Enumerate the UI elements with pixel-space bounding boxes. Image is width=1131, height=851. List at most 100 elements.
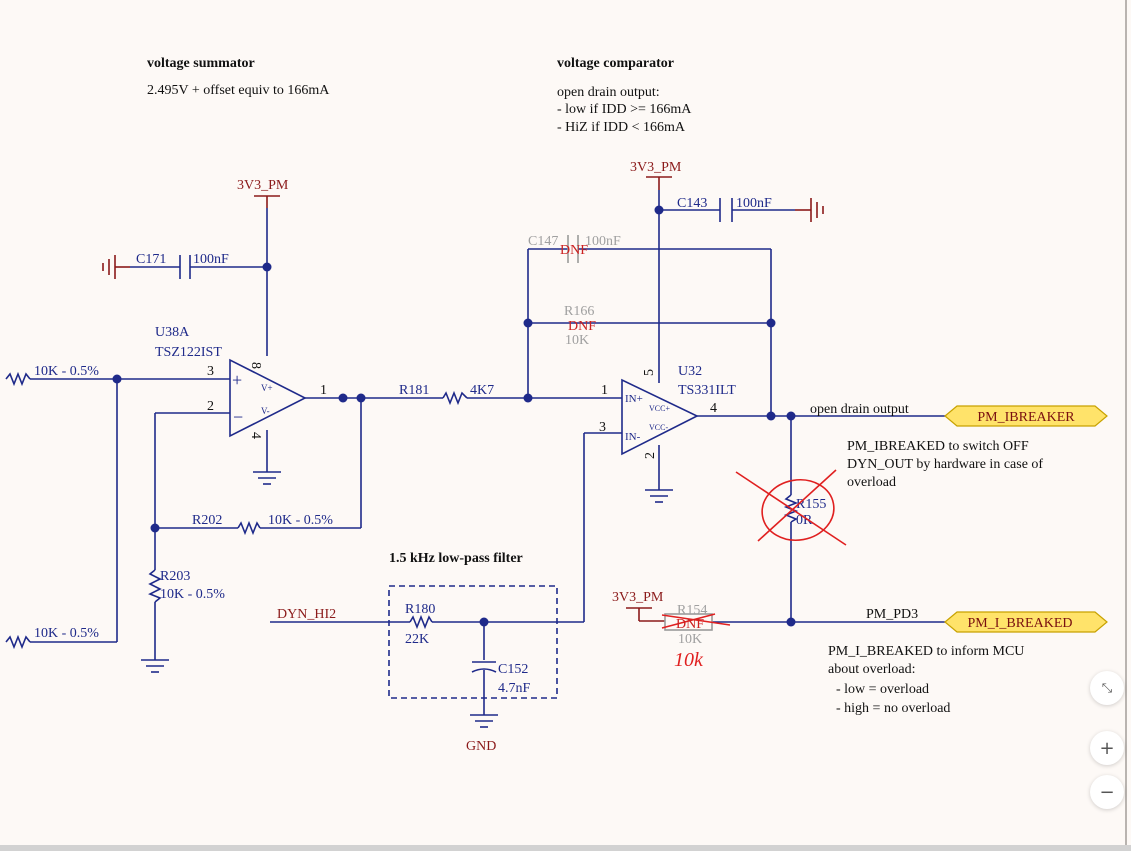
ibreaked2-note-line3: - low = overload: [836, 682, 929, 697]
r154-value: 10K: [678, 632, 702, 647]
c143-value: 100nF: [736, 196, 772, 211]
ibreaked-note-line2: DYN_OUT by hardware in case of: [847, 457, 1043, 472]
u32-pin3: 3: [599, 420, 606, 435]
fit-screen-icon: ⤡: [1101, 680, 1113, 696]
r-in1-value: 10K - 0.5%: [34, 364, 99, 379]
zoom-out-button[interactable]: −: [1090, 775, 1124, 809]
u32-vcc-plus: VCC+: [649, 404, 670, 413]
resistor-r155[interactable]: R155 0R: [783, 494, 826, 528]
comparator-note-line2: - low if IDD >= 166mA: [557, 102, 692, 117]
capacitor-c147-dnf[interactable]: C147 100nF DNF: [528, 234, 621, 263]
resistor-input-top[interactable]: 10K - 0.5%: [5, 364, 99, 387]
horizontal-scrollbar[interactable]: [0, 845, 1131, 851]
resistor-r202[interactable]: R202 10K - 0.5%: [192, 513, 333, 536]
summator-description: 2.495V + offset equiv to 166mA: [147, 83, 330, 98]
u38a-pin4: 4: [248, 432, 263, 439]
zoom-in-button[interactable]: +: [1090, 731, 1124, 765]
net-dyn-hi2: DYN_HI2: [277, 607, 336, 622]
net-open-drain-output: open drain output: [810, 402, 909, 417]
r155-crossout-annotation: [735, 469, 847, 546]
c171-value: 100nF: [193, 252, 229, 267]
port-pm-i-breaked[interactable]: PM_I_BREAKED: [944, 611, 1108, 633]
power-3v3-u32[interactable]: 3V3_PM: [630, 160, 682, 190]
junctions: [112, 205, 796, 627]
port-pm-ibreaker[interactable]: PM_IBREAKER: [944, 405, 1108, 427]
u38a-vplus: V+: [261, 383, 273, 393]
r154-handwritten-note: 10k: [674, 649, 704, 671]
net-pm-pd3: PM_PD3: [866, 607, 918, 622]
resistor-r203[interactable]: R203 10K - 0.5%: [148, 569, 225, 603]
u38a-ref: U38A: [155, 325, 190, 340]
resistor-r154-dnf[interactable]: R154 DNF 10K 10k: [661, 603, 731, 671]
capacitor-c143[interactable]: C143 100nF: [677, 196, 772, 222]
r166-value: 10K: [565, 333, 589, 348]
u32-in-plus: IN+: [625, 393, 643, 405]
c152-value: 4.7nF: [498, 681, 531, 696]
u32-pin1: 1: [601, 383, 608, 398]
u32-pin2: 2: [643, 452, 658, 459]
comparator-title: voltage comparator: [557, 56, 674, 71]
ground-symbol-u32: [645, 470, 673, 503]
ground-symbol-c171: [102, 255, 130, 279]
ground-symbol-c143: [795, 198, 824, 222]
c152-ref: C152: [498, 662, 528, 677]
u32-part: TS331ILT: [678, 383, 736, 398]
u38a-minus: −: [233, 407, 243, 427]
ibreaked-note-line3: overload: [847, 475, 896, 490]
r155-value: 0R: [796, 513, 813, 528]
power-label: 3V3_PM: [237, 178, 289, 193]
r203-value: 10K - 0.5%: [160, 587, 225, 602]
u38a-pin1: 1: [320, 383, 327, 398]
r203-ref: R203: [160, 569, 190, 584]
r202-value: 10K - 0.5%: [268, 513, 333, 528]
wires: [30, 190, 945, 660]
gnd-label: GND: [466, 739, 496, 754]
u32-vcc-minus: VCC-: [649, 423, 668, 432]
u38a-pin2: 2: [207, 399, 214, 414]
r181-ref: R181: [399, 383, 429, 398]
r154-ref: R154: [677, 603, 707, 618]
u38a-pin3: 3: [207, 364, 214, 379]
resistor-input-bottom[interactable]: 10K - 0.5%: [5, 626, 99, 650]
power-label: 3V3_PM: [612, 590, 664, 605]
ibreaked2-note-line4: - high = no overload: [836, 701, 950, 716]
lowpass-filter-box: [388, 585, 558, 699]
ground-symbol-c152[interactable]: GND: [466, 686, 498, 754]
power-label: 3V3_PM: [630, 160, 682, 175]
summator-title: voltage summator: [147, 56, 255, 71]
ibreaked2-note-line1: PM_I_BREAKED to inform MCU: [828, 644, 1024, 659]
u32-in-minus: IN-: [625, 431, 641, 443]
comparator-note-line1: open drain output:: [557, 85, 660, 100]
opamp-u38a[interactable]: U38A TSZ122IST + − V+ V- 3 2 1 8 4: [155, 325, 327, 439]
ibreaked2-note-line2: about overload:: [828, 662, 915, 677]
ibreaked-note-line1: PM_IBREAKED to switch OFF: [847, 439, 1029, 454]
fit-to-screen-button[interactable]: ⤡: [1090, 671, 1124, 705]
capacitor-c152[interactable]: C152 4.7nF: [471, 661, 531, 696]
u38a-vminus: V-: [261, 406, 270, 416]
r180-ref: R180: [405, 602, 435, 617]
c147-dnf: DNF: [560, 243, 588, 258]
power-3v3-r154[interactable]: 3V3_PM: [612, 590, 665, 622]
u32-pin4: 4: [710, 401, 717, 416]
r166-dnf: DNF: [568, 319, 596, 334]
r154-dnf: DNF: [676, 617, 704, 632]
ground-symbol-u38: [253, 455, 281, 485]
capacitor-c171[interactable]: C171 100nF: [136, 252, 229, 279]
r202-ref: R202: [192, 513, 222, 528]
page-border-right: [1125, 0, 1127, 845]
r181-value: 4K7: [470, 383, 494, 398]
resistor-r166-dnf[interactable]: R166 DNF 10K: [564, 304, 596, 348]
resistor-r180[interactable]: R180 22K: [405, 602, 435, 647]
minus-icon: −: [1099, 781, 1115, 803]
c171-ref: C171: [136, 252, 166, 267]
comparator-u32[interactable]: U32 TS331ILT IN+ IN- VCC+ VCC- 1 3 4 5 2: [599, 364, 736, 459]
c143-ref: C143: [677, 196, 707, 211]
power-3v3-u38[interactable]: 3V3_PM: [237, 178, 289, 208]
r-in2-value: 10K - 0.5%: [34, 626, 99, 641]
resistor-r181[interactable]: R181 4K7: [399, 383, 494, 406]
u38a-pin8: 8: [248, 362, 263, 369]
u32-pin5: 5: [642, 369, 657, 376]
u38a-part: TSZ122IST: [155, 345, 222, 360]
